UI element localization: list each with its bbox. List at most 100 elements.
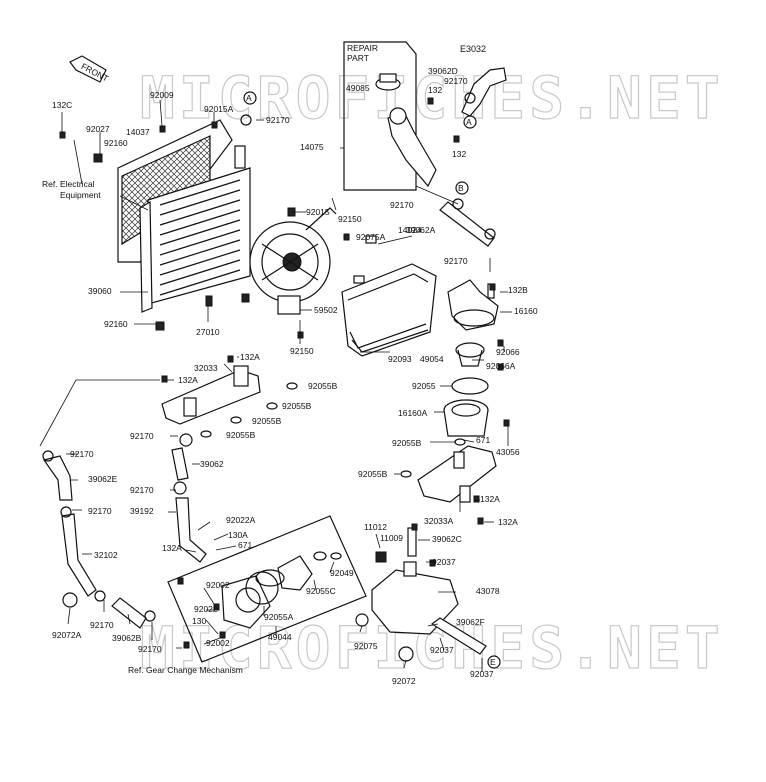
label-39192: 39192 [130,506,154,516]
pipe-32102 [61,513,97,597]
radiator-39060 [117,119,251,313]
label-92055b-b: 92055B [358,469,388,479]
label-39062d: 39062D [428,66,458,76]
part-labels: 132C 92009 92015A 92170 92027 14037 9216… [42,66,538,686]
hose-39062e [43,455,73,501]
thermostat-49054 [455,342,485,367]
diagram-code: E3032 [460,44,486,54]
label-32102: 32102 [94,550,118,560]
label-132a-r1: 132A [480,494,500,504]
label-92037-a: 92037 [432,557,456,567]
label-14075: 14075 [300,142,324,152]
label-92055b-c2: 92055B [282,401,312,411]
label-92066: 92066 [496,347,520,357]
hose-39062 [171,447,189,481]
label-92170-r1: 92170 [444,76,468,86]
svg-text:A: A [466,117,472,127]
label-132b: 132B [508,285,528,295]
label-130: 130 [192,616,206,626]
label-92170-r2: 92170 [390,200,414,210]
label-39062c: 39062C [432,534,462,544]
leader-lines [39,99,512,672]
label-92015: 92015 [306,207,330,217]
callout-e: E [487,655,501,669]
label-92072: 92072 [392,676,416,686]
label-92170-m2: 92170 [130,485,154,495]
hose-39062d [461,67,507,117]
clamps [42,92,496,662]
label-14024: 14024 [398,225,422,235]
cover-14024 [341,235,437,357]
hose-39062a [439,201,495,247]
callout-a-top: A [243,91,257,105]
hose-39062b [111,597,147,629]
bolts [59,97,510,649]
label-92055b-c1: 92055B [308,381,338,391]
label-49044: 49044 [268,632,292,642]
label-92170-m1: 92170 [130,431,154,441]
label-92037-b: 92037 [430,645,454,655]
hose-39062f [430,617,487,655]
label-132a-l: 132A [162,543,182,553]
label-92027: 92027 [86,124,110,134]
label-39062e: 39062E [88,474,118,484]
label-92066a: 92066A [486,361,516,371]
label-92150-b: 92150 [290,346,314,356]
thermostat-housing-16160 [447,279,499,331]
label-39062b: 39062B [112,633,142,643]
label-39062f: 39062F [456,617,485,627]
label-92150-a: 92150 [338,214,362,224]
label-92075a: 92075A [356,232,386,242]
label-16160a: 16160A [398,408,428,418]
label-92170-r3: 92170 [444,256,468,266]
label-92093: 92093 [388,354,412,364]
label-92170-b2: 92170 [138,644,162,654]
label-92072a: 92072A [52,630,82,640]
label-132a-c2: 132A [178,375,198,385]
label-92022a: 92022A [226,515,256,525]
label-671-a: 671 [476,435,490,445]
o-ring-92055 [451,377,489,395]
label-16160: 16160 [514,306,538,316]
label-49054: 49054 [420,354,444,364]
label-92055b-a: 92055B [392,438,422,448]
label-39060: 39060 [88,286,112,296]
label-92160-top: 92160 [104,138,128,148]
label-11009: 11009 [380,533,403,543]
label-132-a: 132 [428,85,442,95]
label-132a-r2: 132A [498,517,518,527]
label-132a-c1: 132A [240,352,260,362]
fan-assembly-59502 [249,207,337,315]
label-39062: 39062 [200,459,224,469]
label-671-b: 671 [238,540,252,550]
pipe-32033 [161,365,261,425]
label-92022: 92022 [194,604,218,614]
svg-text:B: B [458,183,464,193]
label-92170-l2: 92170 [88,506,112,516]
reservoir-43078 [371,527,459,635]
label-92075: 92075 [354,641,378,651]
svg-text:E: E [490,657,496,667]
label-14037: 14037 [126,127,150,137]
label-92055b-c3: 92055B [252,416,282,426]
label-92002-a: 92002 [206,580,230,590]
pipe-32033a [417,445,497,503]
label-11012: 11012 [364,522,387,532]
label-ref-gear: Ref. Gear Change Mechanism [128,665,243,675]
label-92055b-c4: 92055B [226,430,256,440]
label-32033a: 32033A [424,516,454,526]
label-92049: 92049 [330,568,354,578]
label-92037-c: 92037 [470,669,494,679]
front-arrow-icon [69,55,107,83]
label-92055: 92055 [412,381,436,391]
label-92170-b1: 92170 [90,620,114,630]
label-92055a: 92055A [264,612,294,622]
label-92055c: 92055C [306,586,336,596]
label-92170-top: 92170 [266,115,290,125]
label-49085: 49085 [346,83,370,93]
label-132c: 132C [52,100,72,110]
label-27010: 27010 [196,327,220,337]
